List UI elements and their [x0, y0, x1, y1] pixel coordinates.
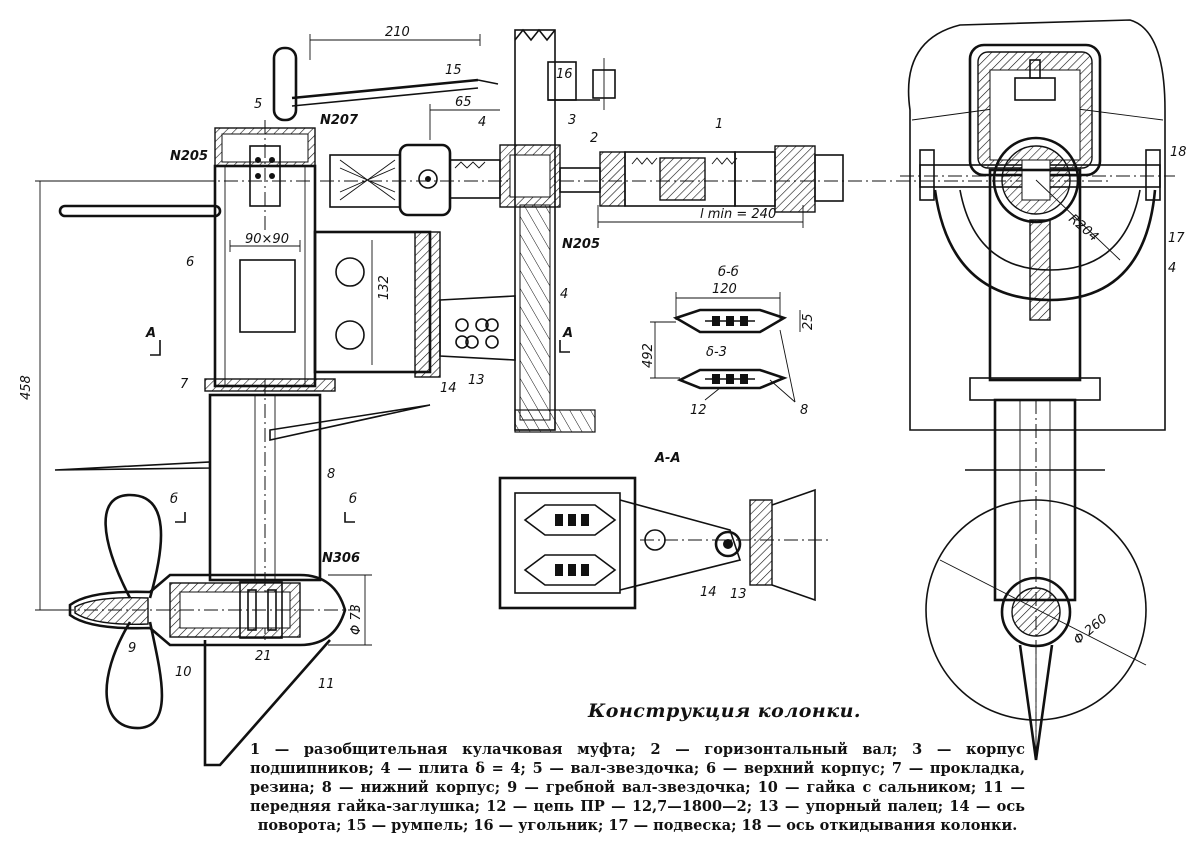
label-dim-25: 25	[801, 313, 816, 330]
label-section-delta3: δ-3	[706, 345, 727, 360]
propeller	[104, 493, 164, 730]
label-dim-492: 492	[641, 343, 656, 368]
label-n5: 5	[254, 97, 262, 112]
label-n17: 17	[1168, 231, 1185, 246]
label-n10: 10	[175, 665, 192, 680]
label-dim-21: 21	[255, 649, 272, 664]
label-n7: 7	[180, 377, 189, 392]
label-n6: 6	[186, 255, 194, 270]
label-mark-a-right: А	[562, 326, 573, 341]
drawing-labels: 210 65 90×90 132 458 l min = 240 120 25 …	[19, 25, 1187, 692]
label-mark-b-right: б	[349, 492, 357, 507]
tiller	[272, 46, 499, 122]
propeller-hub	[60, 573, 372, 647]
label-n16: 16	[556, 67, 573, 82]
label-n11: 11	[318, 677, 335, 692]
transom-plate	[514, 28, 616, 433]
label-dim-90x90: 90×90	[245, 232, 289, 247]
bracket-box	[313, 230, 516, 378]
label-dim-132: 132	[377, 275, 392, 300]
label-mark-a-left: А	[145, 326, 156, 341]
label-n2: 2	[590, 131, 598, 146]
label-n14b: 14	[700, 585, 717, 600]
label-dim-lmin: l min = 240	[700, 207, 776, 222]
label-mark-b-left: б	[170, 492, 178, 507]
label-dim-210: 210	[385, 25, 410, 40]
upper-housing	[58, 120, 1110, 392]
label-n18: 18	[1170, 145, 1187, 160]
label-dim-458: 458	[19, 375, 34, 400]
label-n4c: 4	[1168, 261, 1176, 276]
label-n15: 15	[445, 63, 462, 78]
label-n13a: 13	[468, 373, 485, 388]
section-bb-view	[650, 292, 801, 403]
label-n12: 12	[690, 403, 707, 418]
label-bearing-207: N207	[320, 113, 359, 128]
coupling-assembly	[329, 143, 844, 228]
dim-210	[309, 34, 481, 60]
label-dim-r204: R204	[1065, 212, 1101, 245]
label-bearing-205-right: N205	[562, 237, 600, 252]
label-n14a: 14	[440, 381, 457, 396]
label-section-aa: А-А	[654, 451, 681, 466]
label-bearing-306: N306	[322, 551, 360, 566]
label-n9: 9	[128, 641, 136, 656]
label-n8a: 8	[327, 467, 335, 482]
main-side-view	[35, 28, 1110, 767]
label-n8b: 8	[800, 403, 808, 418]
label-n13b: 13	[730, 587, 747, 602]
section-aa-view	[498, 476, 830, 610]
dim-458	[35, 180, 210, 611]
front-view	[900, 19, 1175, 761]
lower-housing	[54, 380, 431, 767]
label-n1: 1	[715, 117, 723, 132]
label-dim-120: 120	[712, 282, 737, 297]
label-n4b: 4	[560, 287, 568, 302]
label-dim-65: 65	[455, 95, 472, 110]
label-section-bb: б-б	[718, 265, 739, 280]
label-dim-d73: Φ 73	[349, 604, 364, 635]
label-n3: 3	[568, 113, 576, 128]
label-bearing-205-left: N205	[170, 149, 208, 164]
figure-caption: Конструкция колонки.	[588, 700, 862, 722]
figure-legend: 1 — разобщительная кулачковая муфта; 2 —…	[250, 741, 1025, 834]
label-n4a: 4	[478, 115, 486, 130]
